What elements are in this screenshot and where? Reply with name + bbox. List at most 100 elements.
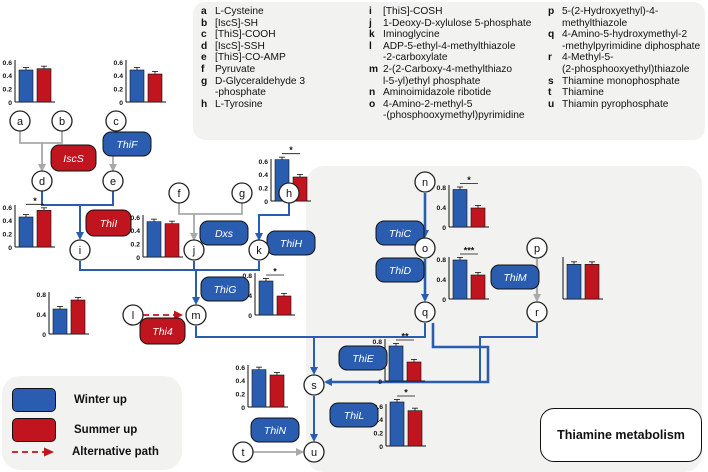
legend-key: d [201,40,208,52]
node-label: o [422,243,428,255]
node-label: f [177,188,181,200]
winter-bar [146,221,162,258]
tick-label: 0.8 [373,339,383,346]
node-circle [303,374,325,396]
summer-swatch [12,418,56,442]
enzyme-label: ThiL [344,410,365,422]
enzyme-box [199,220,249,246]
enzyme-box [490,264,540,290]
winter-bar [129,69,145,103]
enzyme-labels: IscSThiFThiIDxsThiHThiGThi4ThiCThiDThiMT… [50,131,540,443]
tick-label: 0.2 [374,430,384,437]
legend-value: 4-Methyl-5- (2-phosphooxyethyl)thiazole [562,52,690,75]
summer-bar [36,210,52,248]
legend-key: c [201,29,207,41]
node-label: i [79,245,81,257]
enzyme-ThiD: ThiD [375,257,425,283]
summer-bar [269,374,285,408]
tick-label: 0 [379,444,383,451]
legend-value: L-Tyrosine [215,98,263,110]
legend-entry-d: d [IscS]-SSH [201,41,351,53]
legend-value: [IscS]-SSH [215,40,265,52]
compound-node-l: l [122,304,144,326]
enzyme-box [85,209,132,237]
node-circle [232,441,254,463]
enzyme-Thi4: Thi4 [139,317,186,345]
significance-marker: * [467,175,471,185]
compound-node-t: t [232,441,254,463]
legend-value: 5-(2-Hydroxyethyl)-4-methylthiazole [562,6,659,29]
tick-label: 0.6 [3,60,13,67]
tick-label: 0.2 [3,86,13,93]
enzyme-ThiG: ThiG [200,276,250,302]
node-circle [168,182,190,204]
tick-label: 0.8 [437,257,447,264]
compound-node-i: i [69,239,91,261]
pathway-edge [19,130,46,172]
pathway-edge [80,190,114,206]
bar-chart: 0.60.40.20 [236,365,288,412]
node-label: n [422,177,428,189]
node-label: m [191,310,200,322]
legend-value: 4-Amino-2-methyl-5 -(phosphooxymethyl)py… [383,98,525,122]
pathway-edge [479,323,538,360]
enzyme-box [250,417,300,443]
node-label: u [311,447,317,459]
tick-label: 0.4 [374,417,384,424]
legend-value: Pyruvate [215,63,256,75]
node-label: q [422,307,428,319]
enzyme-label: IscS [63,153,83,165]
compound-node-h: h [278,182,300,204]
enzyme-box [375,220,425,246]
tick-label: 0.2 [114,86,124,93]
tick-label: 0.4 [37,312,47,319]
legend-entry-h: h L-Tyrosine [201,99,351,111]
legend-entry-b: b[IscS]-SH [201,18,351,30]
tick-label: 0 [42,332,46,339]
enzyme-box [200,276,250,302]
summer-bar [36,68,52,103]
legend-key: u [548,98,555,110]
key-winter-label: Winter up [74,394,127,406]
node-label: b [59,116,65,128]
compound-node-q: q [414,301,436,323]
legend-key: f [201,63,205,75]
tick-label: 0.4 [114,73,124,80]
legend-key: q [548,29,555,41]
tick-label: 0.4 [3,218,13,225]
summer-bar [470,274,486,300]
bar-chart: 0.80.40* [437,175,489,232]
compound-node-a: a [9,110,31,132]
legend-entry-i: i[ThiS]-COSH [369,6,544,18]
pathway-edge [79,261,200,305]
pathway-edge [194,202,243,215]
bar-chart: 0.80.40 [37,292,89,339]
legend-key: e [201,52,207,64]
compound-node-c: c [105,110,127,132]
tick-label: 0.2 [236,391,246,398]
node-label: p [534,243,540,255]
legend-key: s [548,75,554,87]
enzyme-label: ThiG [214,284,237,296]
bar-chart: 0.60.40.20* [374,388,426,451]
legend-value: [IscS]-SH [215,17,259,29]
significance-marker: ** [401,332,409,342]
compound-node-o: o [414,237,436,259]
node-circle [414,301,436,323]
enzyme-label: Dxs [215,228,234,240]
summer-bar [70,299,86,335]
legend-key: h [201,98,208,110]
legend-key: k [369,29,375,41]
legend-entry-c: c[ThiS]-COOH [201,29,351,41]
legend-value: 1-Deoxy-D-xylulose 5-phosphate [383,17,532,29]
bar-chart: 0.60.40.20 [3,60,55,107]
legend-value: Iminoglycine [383,29,440,41]
winter-bar [251,369,267,408]
